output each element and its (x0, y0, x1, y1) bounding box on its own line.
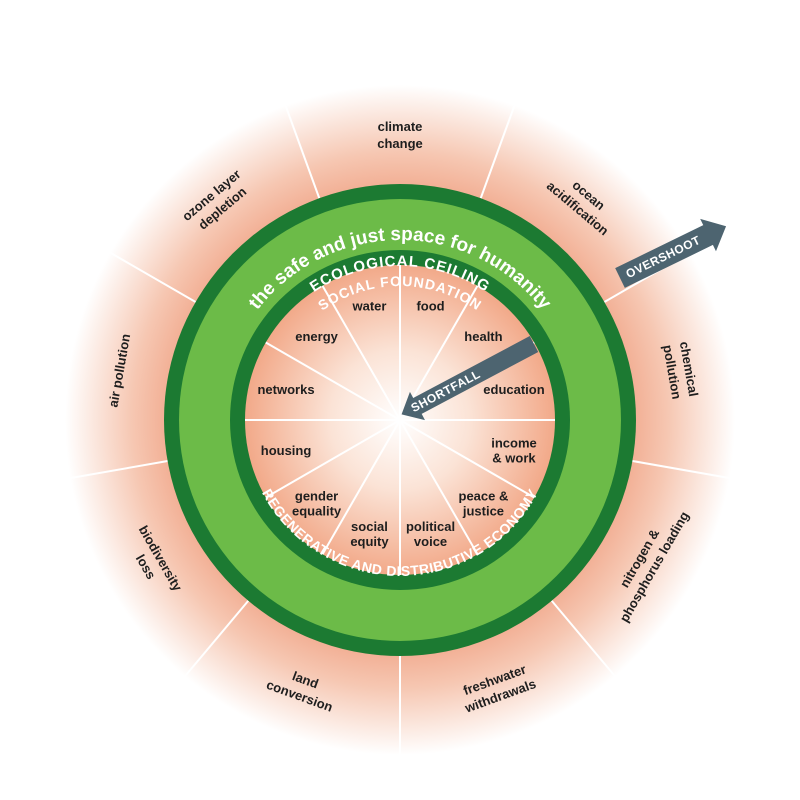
education-label: education (483, 382, 544, 397)
peace-justice-label-line: peace & (459, 488, 509, 503)
social-foundation-dimensions: food health education income& work peace &ju… (257, 299, 544, 549)
social-divider (321, 285, 401, 421)
social-divider (399, 419, 479, 555)
networks-label: networks (257, 382, 314, 397)
ecological-divider (479, 104, 516, 199)
food-label: food (416, 299, 444, 314)
climate-change-label: climate change (377, 119, 423, 151)
social-equity-label-line: equity (350, 534, 389, 549)
social-divider (265, 419, 401, 499)
ecological-divider (632, 459, 731, 480)
gender-equality-label-line: gender (295, 488, 338, 503)
food-label-line: food (416, 299, 444, 314)
climate-change-label-line: climate (378, 119, 423, 134)
gender-equality-label-line: equality (292, 503, 342, 518)
ecological-divider (183, 600, 250, 678)
ecological-dividers (69, 104, 731, 755)
peace-justice-label-line: justice (462, 503, 504, 518)
income-work-label-line: income (491, 436, 537, 451)
income-work-label-line: & work (492, 451, 536, 466)
health-label: health (464, 329, 502, 344)
housing-label-line: housing (261, 443, 312, 458)
education-label-line: education (483, 382, 544, 397)
social-divider (265, 341, 401, 421)
water-label: water (351, 299, 386, 314)
health-label-line: health (464, 329, 502, 344)
political-voice-label-line: political (406, 519, 455, 534)
climate-change-label-line: change (377, 136, 423, 151)
housing-label: housing (261, 443, 312, 458)
ecological-divider (284, 104, 321, 199)
water-label-line: water (351, 299, 386, 314)
peace-justice-label: peace &justice (459, 488, 509, 518)
social-equity-label-line: social (351, 519, 388, 534)
social-divider (399, 419, 535, 499)
chemical-pollution-label: chemicalpollution (660, 340, 701, 400)
ecological-divider (550, 600, 617, 678)
social-divider (321, 419, 401, 555)
ecological-divider (109, 251, 197, 303)
energy-label: energy (295, 329, 338, 344)
income-work-label: income& work (491, 436, 537, 466)
political-voice-label-line: voice (414, 534, 447, 549)
networks-label-line: networks (257, 382, 314, 397)
ecological-divider (69, 459, 168, 480)
energy-label-line: energy (295, 329, 338, 344)
